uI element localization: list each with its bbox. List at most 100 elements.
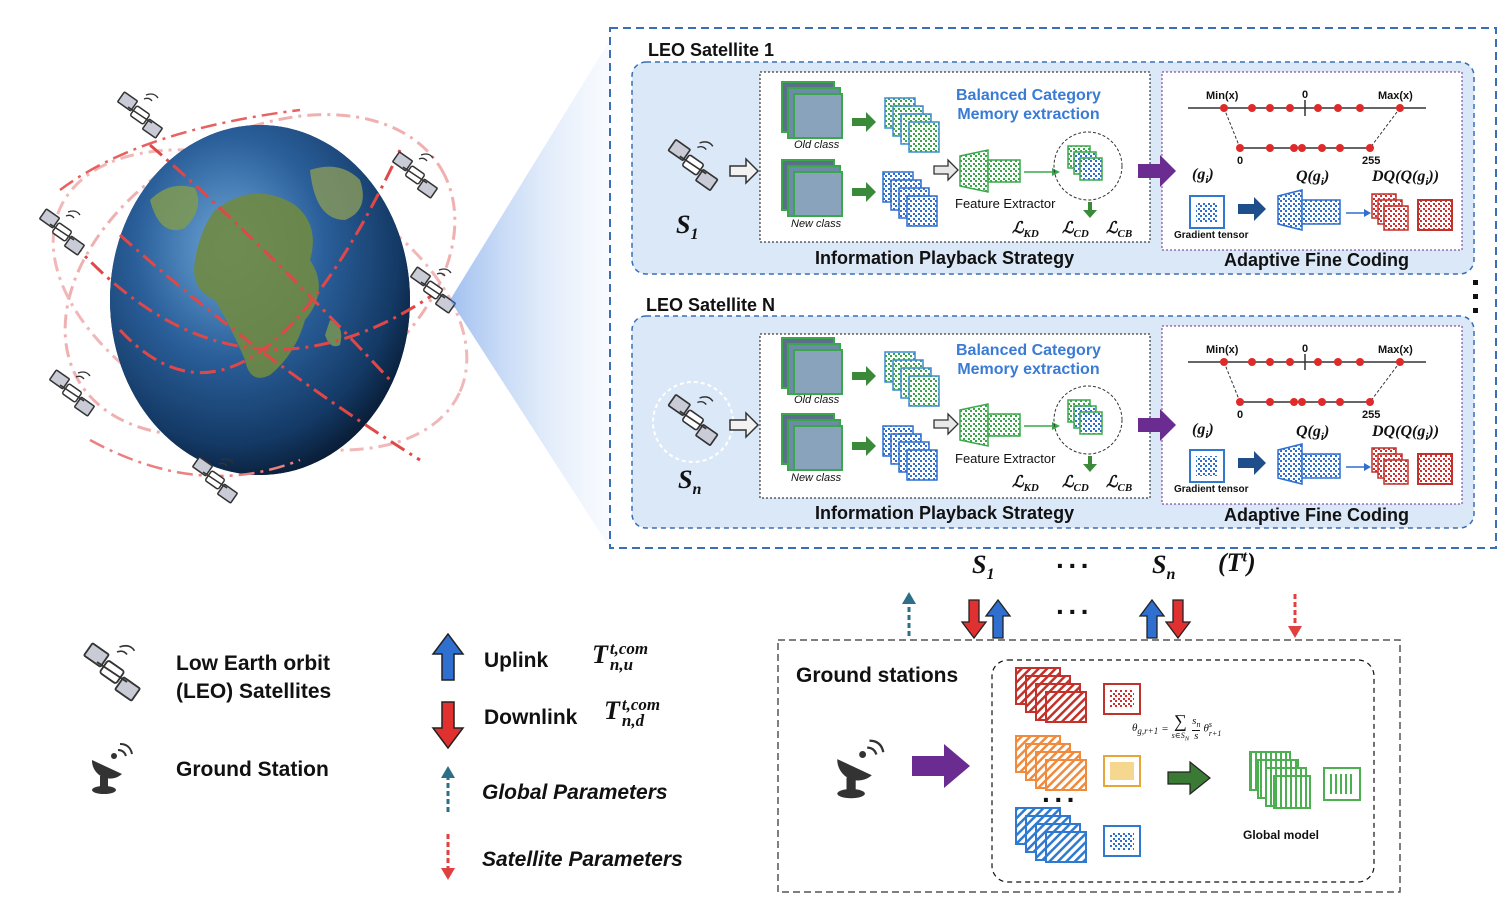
min-label: Min(x)	[1206, 344, 1239, 356]
uplink-arrow-icon	[431, 632, 465, 681]
green-arrow-icon	[1167, 760, 1211, 796]
balanced-category-label: Balanced Category Memory extraction	[956, 342, 1101, 378]
dequantized-tensor-icon	[1371, 447, 1453, 485]
tt-symbol: (Tt)	[1218, 548, 1256, 577]
quant-point	[1366, 144, 1374, 152]
satellite-icon	[48, 369, 96, 417]
gradient-tensor-label: Gradient tensor	[1174, 230, 1249, 241]
g-label: (gi)	[1192, 166, 1214, 187]
quant-point	[1298, 144, 1306, 152]
bottom-255-label: 255	[1362, 155, 1381, 167]
continuation-dots	[1473, 280, 1478, 313]
aggregation-box	[991, 659, 1375, 883]
quant-point	[1266, 398, 1274, 406]
satellite-icon	[391, 151, 439, 199]
loss-cb: ℒCB	[1106, 220, 1133, 241]
quant-point	[1298, 398, 1306, 406]
max-label: Max(x)	[1378, 90, 1413, 102]
ground-station-icon	[90, 743, 133, 795]
dq-label: DQ(Q(gi))	[1372, 423, 1440, 444]
dequantized-tensor-icon	[1371, 193, 1453, 231]
legend-leo: Low Earth orbit (LEO) Satellites	[176, 652, 332, 703]
loss-cd: ℒCD	[1062, 220, 1089, 241]
quant-point	[1220, 358, 1228, 366]
satellite-icon	[38, 208, 86, 256]
zero-label: 0	[1302, 343, 1309, 355]
min-label: Min(x)	[1206, 90, 1239, 102]
downlink-arrow-icon	[431, 701, 465, 750]
link-dots-upper: ···	[1056, 550, 1093, 581]
bottom-255-label: 255	[1362, 409, 1381, 421]
quant-point	[1290, 398, 1298, 406]
global-model-label: Global model	[1243, 828, 1320, 842]
quant-point	[1314, 358, 1322, 366]
gradient-tensor-label: Gradient tensor	[1174, 484, 1249, 495]
max-label: Max(x)	[1378, 344, 1413, 356]
quant-point	[1248, 104, 1256, 112]
quant-point	[1266, 358, 1274, 366]
quant-point	[1248, 358, 1256, 366]
q-label: Q(gi)	[1296, 168, 1330, 189]
loss-cd: ℒCD	[1062, 474, 1089, 495]
legend-uplink: Uplink	[484, 649, 549, 672]
quant-point	[1266, 104, 1274, 112]
quant-point	[1318, 144, 1326, 152]
quant-point	[1356, 104, 1364, 112]
new-class-label: New class	[791, 218, 842, 230]
satellite-icon	[116, 91, 164, 139]
ground-stations-title: Ground stations	[796, 664, 959, 687]
dq-label: DQ(Q(gi))	[1372, 168, 1440, 189]
playback-title: Information Playback Strategy	[815, 248, 1075, 268]
purple-arrow-icon	[1138, 409, 1176, 441]
sn-symbol: Sn	[1152, 550, 1176, 584]
balanced-category-label: Balanced Category Memory extraction	[956, 87, 1101, 123]
quant-point	[1334, 104, 1342, 112]
loss-cb: ℒCB	[1106, 474, 1133, 495]
purple-arrow-icon	[1138, 155, 1176, 187]
ground-dots: ···	[1042, 784, 1079, 815]
global-model-icon	[1249, 751, 1361, 809]
zero-label: 0	[1302, 89, 1309, 101]
global-param-arrow	[441, 766, 455, 812]
quant-point	[1396, 104, 1404, 112]
loss-kd: ℒKD	[1012, 220, 1039, 241]
playback-title: Information Playback Strategy	[815, 503, 1075, 523]
uplink-arrow-icon	[984, 598, 1012, 639]
global-param-arrow	[902, 592, 916, 636]
panel-title: LEO Satellite 1	[648, 40, 775, 60]
quant-point	[1356, 358, 1364, 366]
loss-kd: ℒKD	[1012, 474, 1039, 495]
panel-title: LEO Satellite N	[646, 295, 776, 315]
satellite-icon	[83, 642, 141, 702]
quant-point	[1336, 144, 1344, 152]
new-class-label: New class	[791, 472, 842, 484]
earth-illustration	[51, 108, 469, 478]
legend-sat-params: Satellite Parameters	[482, 848, 683, 871]
uplink-arrow-icon	[1138, 598, 1166, 639]
quant-point	[1236, 398, 1244, 406]
old-class-label: Old class	[794, 139, 840, 151]
satellite-param-arrow	[441, 834, 455, 880]
link-dots-lower: ···	[1056, 596, 1093, 627]
legend-global-params: Global Parameters	[482, 781, 668, 804]
feature-extractor-block	[959, 403, 1021, 447]
quant-point	[1220, 104, 1228, 112]
gradient-tensor-icon	[1189, 195, 1225, 229]
zoom-beam	[450, 40, 610, 548]
satellite-param-arrow	[1288, 594, 1302, 638]
quant-point	[1318, 398, 1326, 406]
feature-extractor-block	[959, 149, 1021, 193]
quant-point	[1236, 144, 1244, 152]
quant-point	[1314, 104, 1322, 112]
satellite-panel-1	[631, 61, 1475, 275]
old-class-label: Old class	[794, 394, 840, 406]
s1-symbol: S1	[972, 550, 995, 584]
client-model-blue	[1015, 807, 1141, 863]
bottom-zero-label: 0	[1237, 409, 1244, 421]
quant-point	[1396, 358, 1404, 366]
quantized-tensor-icon	[1277, 443, 1341, 485]
quantized-tensor-icon	[1277, 189, 1341, 231]
g-label: (gi)	[1192, 421, 1214, 442]
legend-ground-station: Ground Station	[176, 758, 329, 781]
